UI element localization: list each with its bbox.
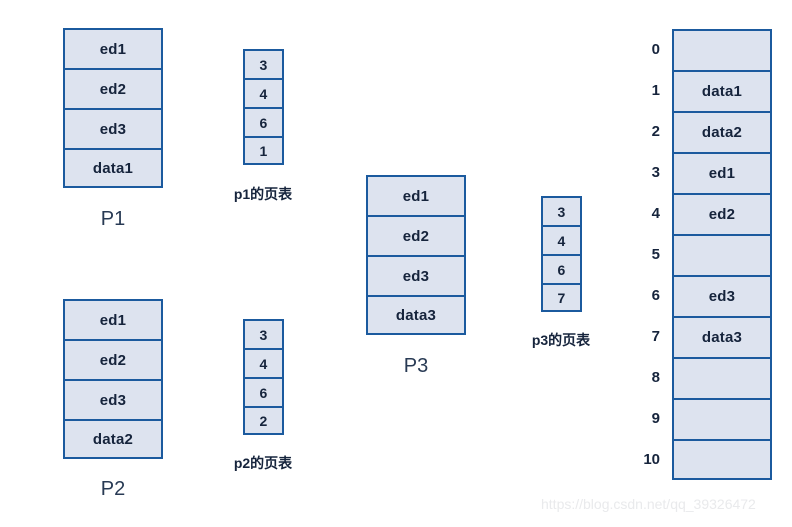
memory-index-4: 4 bbox=[651, 205, 660, 222]
process-p1-cell-1: ed2 bbox=[63, 68, 163, 108]
memory-frame-3: ed1 bbox=[672, 152, 772, 193]
process-block-p1: ed1 ed2 ed3 data1 bbox=[63, 28, 163, 188]
page-table-p2-entry-1: 4 bbox=[243, 348, 284, 377]
page-table-p3-label: p3的页表 bbox=[531, 332, 591, 348]
physical-memory-column: data1 data2 ed1 ed2 ed3 data3 bbox=[672, 29, 772, 480]
memory-frame-6: ed3 bbox=[672, 275, 772, 316]
physical-memory-index-column: 0 1 2 3 4 5 6 7 8 9 10 bbox=[634, 29, 660, 480]
process-p2-cell-3: data2 bbox=[63, 419, 163, 459]
process-block-p2: ed1 ed2 ed3 data2 bbox=[63, 299, 163, 459]
page-table-p1-entry-3: 1 bbox=[243, 136, 284, 165]
page-table-p2: 3 4 6 2 bbox=[243, 319, 284, 435]
page-table-p2-entry-0: 3 bbox=[243, 319, 284, 348]
memory-frame-7: data3 bbox=[672, 316, 772, 357]
page-table-p1-entry-2: 6 bbox=[243, 107, 284, 136]
process-p2-cell-0: ed1 bbox=[63, 299, 163, 339]
page-table-p3-entry-0: 3 bbox=[541, 196, 582, 225]
memory-frame-0 bbox=[672, 29, 772, 70]
page-table-p1-label: p1的页表 bbox=[233, 186, 293, 202]
memory-frame-4: ed2 bbox=[672, 193, 772, 234]
memory-index-8: 8 bbox=[651, 369, 660, 386]
page-table-p2-entry-2: 6 bbox=[243, 377, 284, 406]
memory-frame-10 bbox=[672, 439, 772, 480]
page-table-p1-entry-1: 4 bbox=[243, 78, 284, 107]
memory-index-10: 10 bbox=[643, 451, 660, 468]
process-p3-cell-3: data3 bbox=[366, 295, 466, 335]
page-table-p3-entry-1: 4 bbox=[541, 225, 582, 254]
process-p2-cell-1: ed2 bbox=[63, 339, 163, 379]
process-p3-cell-1: ed2 bbox=[366, 215, 466, 255]
process-p1-cell-0: ed1 bbox=[63, 28, 163, 68]
process-p3-label: P3 bbox=[403, 355, 429, 377]
process-p3-cell-0: ed1 bbox=[366, 175, 466, 215]
page-table-p1: 3 4 6 1 bbox=[243, 49, 284, 165]
page-table-p3-entry-3: 7 bbox=[541, 283, 582, 312]
memory-index-6: 6 bbox=[651, 287, 660, 304]
memory-index-3: 3 bbox=[651, 164, 660, 181]
page-table-p3: 3 4 6 7 bbox=[541, 196, 582, 312]
memory-index-1: 1 bbox=[651, 82, 660, 99]
memory-index-9: 9 bbox=[651, 410, 660, 427]
page-table-p3-entry-2: 6 bbox=[541, 254, 582, 283]
watermark-text: https://blog.csdn.net/qq_39326472 bbox=[541, 496, 756, 512]
process-p1-label: P1 bbox=[100, 208, 126, 230]
page-table-p2-entry-3: 2 bbox=[243, 406, 284, 435]
memory-index-7: 7 bbox=[651, 328, 660, 345]
memory-frame-1: data1 bbox=[672, 70, 772, 111]
process-p2-cell-2: ed3 bbox=[63, 379, 163, 419]
process-p1-cell-2: ed3 bbox=[63, 108, 163, 148]
page-table-p2-label: p2的页表 bbox=[233, 455, 293, 471]
memory-index-2: 2 bbox=[651, 123, 660, 140]
memory-index-0: 0 bbox=[651, 41, 660, 58]
page-table-p1-entry-0: 3 bbox=[243, 49, 284, 78]
memory-frame-2: data2 bbox=[672, 111, 772, 152]
process-block-p3: ed1 ed2 ed3 data3 bbox=[366, 175, 466, 335]
process-p3-cell-2: ed3 bbox=[366, 255, 466, 295]
memory-frame-9 bbox=[672, 398, 772, 439]
memory-frame-8 bbox=[672, 357, 772, 398]
process-p1-cell-3: data1 bbox=[63, 148, 163, 188]
memory-index-5: 5 bbox=[651, 246, 660, 263]
process-p2-label: P2 bbox=[100, 478, 126, 500]
memory-frame-5 bbox=[672, 234, 772, 275]
